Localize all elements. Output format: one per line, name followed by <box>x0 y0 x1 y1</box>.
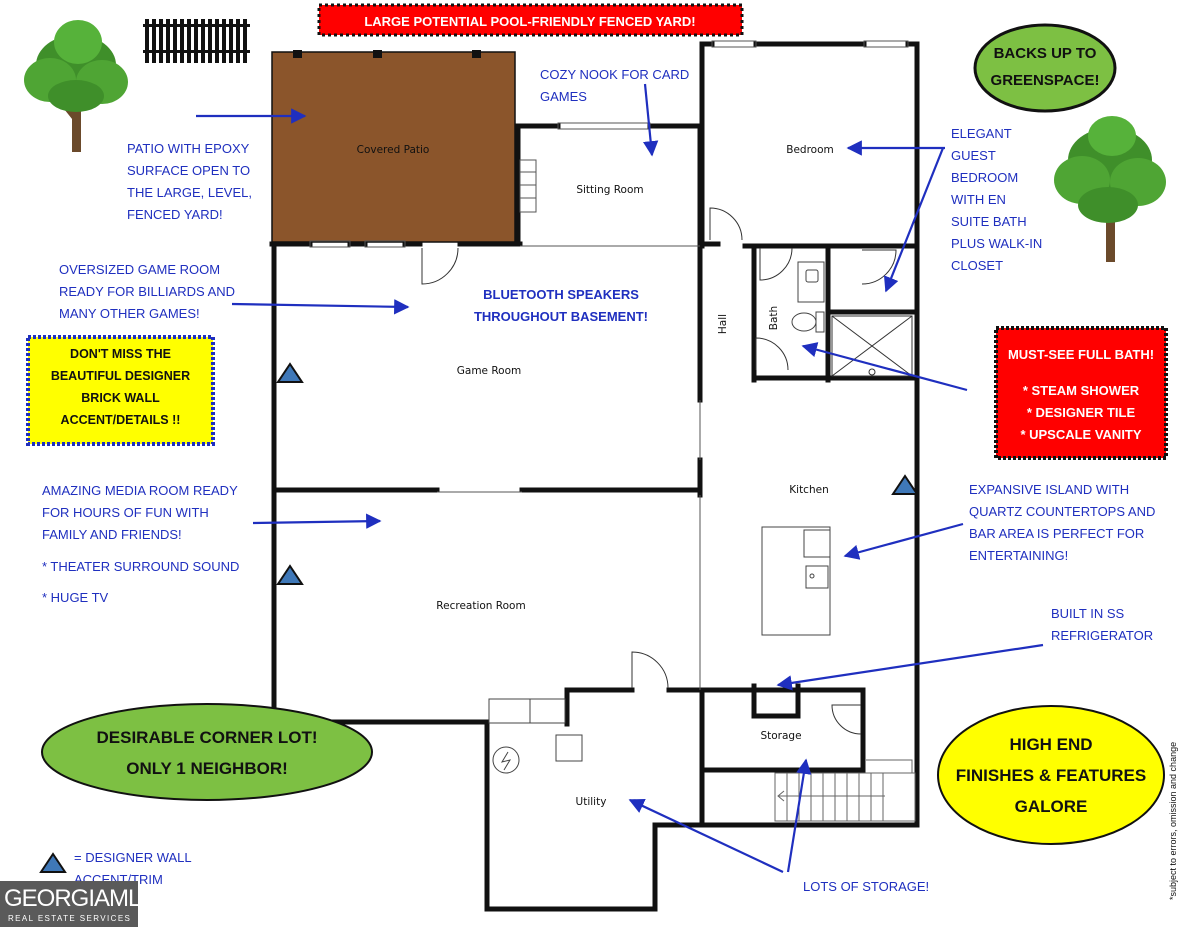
patio-note: PATIO WITH EPOXY SURFACE OPEN TO THE LAR… <box>127 141 252 222</box>
disclaimer: *subject to errors, omission and change <box>1168 741 1178 900</box>
cozy-nook-note: COZY NOOK FOR CARD GAMES <box>540 67 690 104</box>
full-bath-title: MUST-SEE FULL BATH! <box>1007 347 1155 362</box>
bluetooth-note: BLUETOOTH SPEAKERS THROUGHOUT BASEMENT! <box>473 287 649 324</box>
storage-note: LOTS OF STORAGE! <box>803 879 930 894</box>
bedroom-label: Bedroom <box>786 144 834 156</box>
corner-lot-callout <box>41 703 373 801</box>
game-room-note: OVERSIZED GAME ROOM READY FOR BILLIARDS … <box>59 262 236 321</box>
fence-icon <box>143 19 250 63</box>
corner-lot-text: DESIRABLE CORNER LOT! ONLY 1 NEIGHBOR! <box>96 728 318 778</box>
sitting-room-label: Sitting Room <box>576 184 643 196</box>
refrigerator-note: BUILT IN SS REFRIGERATOR <box>1051 606 1154 643</box>
tree-icon-left <box>24 20 128 152</box>
high-end-text: HIGH END FINISHES & FEATURES GALORE <box>955 735 1147 816</box>
brick-wall-callout <box>26 335 215 446</box>
full-bath-item: * DESIGNER TILE <box>1026 405 1136 420</box>
bath-fixtures <box>791 261 825 333</box>
storage-label: Storage <box>760 730 801 742</box>
logo-sub: REAL ESTATE SERVICES <box>8 914 132 923</box>
island-note: EXPANSIVE ISLAND WITH QUARTZ COUNTERTOPS… <box>969 482 1156 563</box>
full-bath-item: * UPSCALE VANITY <box>1020 427 1142 442</box>
logo-main: GEORGIAMLS <box>4 885 156 912</box>
full-bath-callout <box>994 326 1168 460</box>
tree-icon-right <box>1054 116 1166 262</box>
brick-wall-text: DON'T MISS THE BEAUTIFUL DESIGNER BRICK … <box>50 347 191 427</box>
hall-label: Hall <box>717 314 729 334</box>
utility-label: Utility <box>576 796 607 808</box>
shower <box>831 315 913 377</box>
full-bath-items: * STEAM SHOWER * DESIGNER TILE * UPSCALE… <box>998 380 1164 446</box>
georgia-mls-logo: GEORGIAMLS REAL ESTATE SERVICES <box>0 881 156 927</box>
kitchen-island <box>761 526 831 636</box>
high-end-callout <box>937 705 1165 845</box>
covered-patio: Covered Patio <box>271 50 516 243</box>
stairs-icon <box>774 759 916 822</box>
covered-patio-label: Covered Patio <box>357 144 430 156</box>
theater-note: * THEATER SURROUND SOUND <box>42 559 240 574</box>
triangle-accent-icon <box>39 362 919 873</box>
recreation-room-label: Recreation Room <box>436 600 525 612</box>
guest-bedroom-note: ELEGANT GUEST BEDROOM WITH EN SUITE BATH… <box>951 126 1043 273</box>
yard-banner: LARGE POTENTIAL POOL-FRIENDLY FENCED YAR… <box>317 3 744 37</box>
water-heater-icon <box>492 746 520 774</box>
media-room-note: AMAZING MEDIA ROOM READY FOR HOURS OF FU… <box>42 483 238 542</box>
windows <box>309 40 909 690</box>
arrow-icons <box>196 83 1044 873</box>
banner-text: LARGE POTENTIAL POOL-FRIENDLY FENCED YAR… <box>364 14 695 29</box>
doors <box>421 207 897 735</box>
game-room-label: Game Room <box>457 365 522 377</box>
bath-label: Bath <box>768 306 780 330</box>
kitchen-label: Kitchen <box>789 484 828 496</box>
greenspace-callout <box>973 23 1117 113</box>
utility-fixtures <box>488 698 583 774</box>
greenspace-text: BACKS UP TO GREENSPACE! <box>990 45 1100 89</box>
full-bath-item: * STEAM SHOWER <box>1022 383 1140 398</box>
tv-note: * HUGE TV <box>42 590 109 605</box>
